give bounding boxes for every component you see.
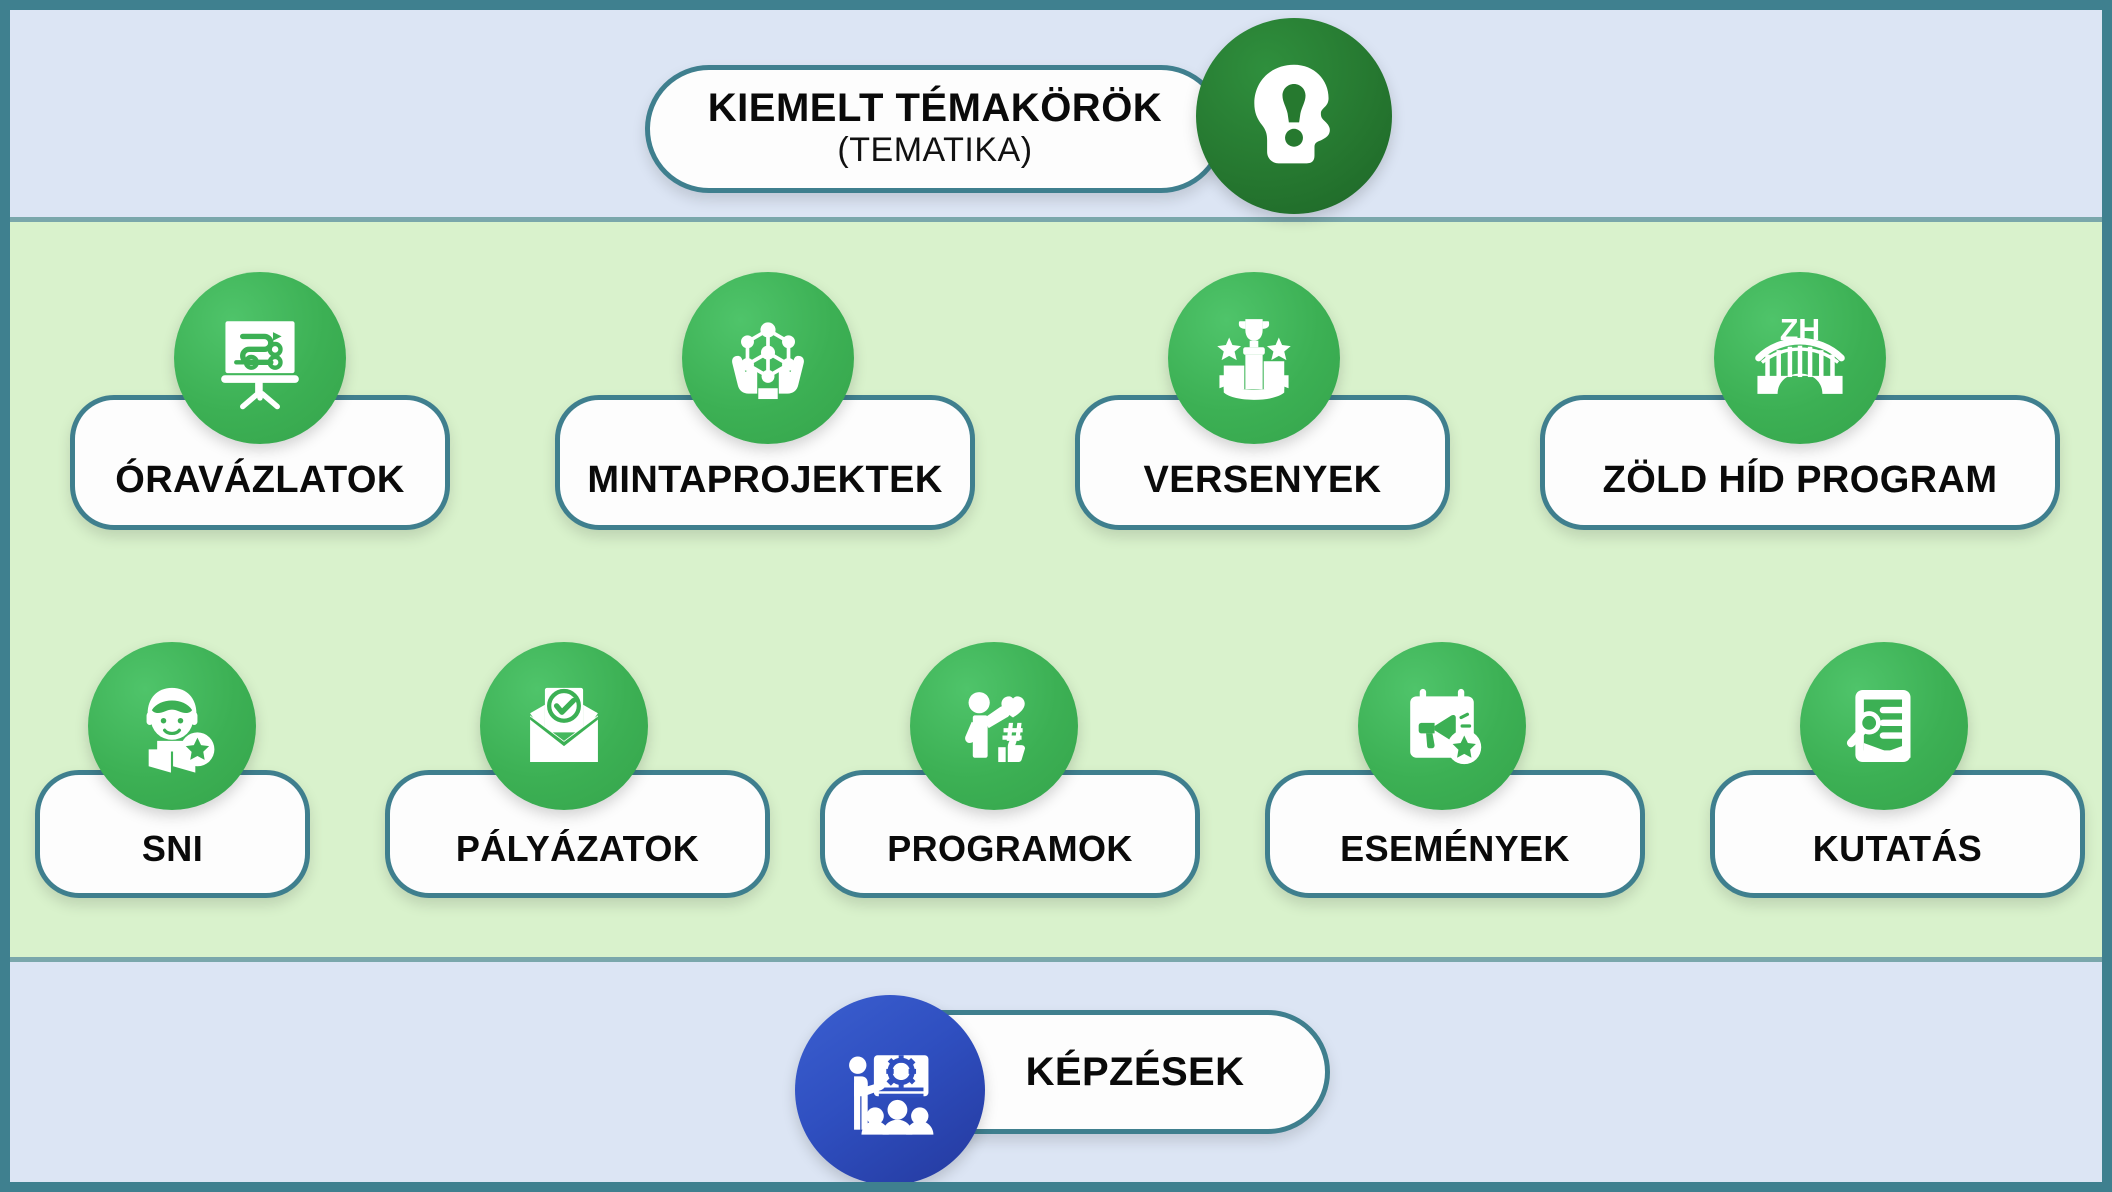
pill-label-palyazatok: PÁLYÁZATOK — [455, 828, 700, 869]
pill-versenyek[interactable]: VERSENYEK — [1075, 395, 1450, 530]
pill-label-oravazlatok: ÓRAVÁZLATOK — [115, 459, 405, 501]
pill-label-versenyek: VERSENYEK — [1143, 459, 1382, 501]
podium-trophy-icon — [1168, 272, 1340, 444]
pill-label-zold-hid-program: ZÖLD HÍD PROGRAM — [1602, 459, 1998, 501]
head-exclamation-icon — [1196, 18, 1392, 214]
person-heart-hashtag-like-icon — [910, 642, 1078, 810]
envelope-check-icon — [480, 642, 648, 810]
pill-esemenyek[interactable]: ESEMÉNYEK — [1265, 770, 1645, 898]
pill-label-kutatas: KUTATÁS — [1812, 828, 1983, 869]
bridge-zh-icon: ZH — [1714, 272, 1886, 444]
pill-label-mintaprojektek: MINTAPROJEKTEK — [587, 459, 943, 501]
pill-label-sni: SNI — [141, 828, 204, 869]
document-magnifier-icon — [1800, 642, 1968, 810]
header-title-line1: KIEMELT TÉMAKÖRÖK — [707, 85, 1163, 130]
child-reading-star-icon — [88, 642, 256, 810]
trainer-presentation-audience-icon — [795, 995, 985, 1182]
pill-label-kepzesek: KÉPZÉSEK — [1025, 1050, 1245, 1094]
header-pill-kiemelt-temakorok[interactable]: KIEMELT TÉMAKÖRÖK (TEMATIKA) — [645, 65, 1225, 193]
calendar-megaphone-star-icon — [1358, 642, 1526, 810]
pill-programok[interactable]: PROGRAMOK — [820, 770, 1200, 898]
hands-network-icon — [682, 272, 854, 444]
pill-mintaprojektek[interactable]: MINTAPROJEKTEK — [555, 395, 975, 530]
pill-label-programok: PROGRAMOK — [887, 828, 1133, 869]
presentation-flowchart-icon — [174, 272, 346, 444]
pill-label-esemenyek: ESEMÉNYEK — [1340, 828, 1570, 869]
header-title-line2: (TEMATIKA) — [837, 130, 1033, 169]
